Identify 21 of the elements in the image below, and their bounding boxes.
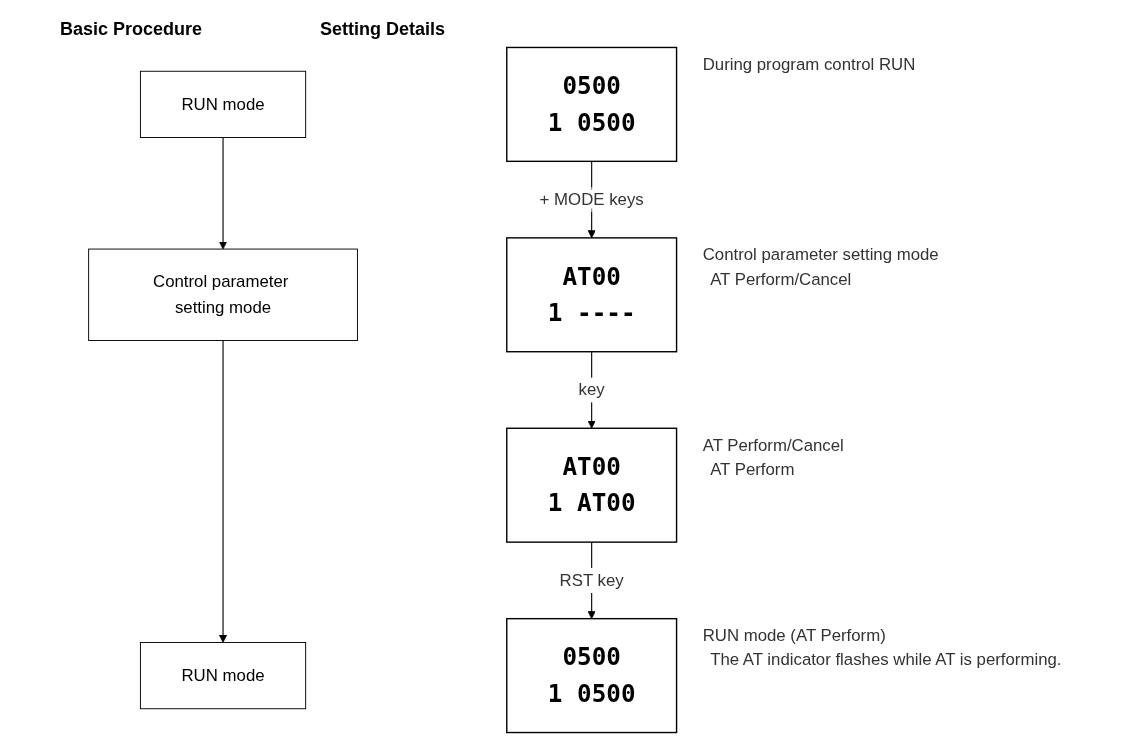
- edge-label: + MODE keys: [539, 187, 644, 213]
- process-box: Control parameter setting mode: [88, 248, 358, 341]
- column-heading: Basic Procedure: [60, 19, 204, 40]
- description-text: During program control RUN: [702, 54, 916, 74]
- edge-label: key: [578, 377, 605, 403]
- process-box: RUN mode: [139, 70, 307, 138]
- edge-label: RST key: [559, 567, 624, 593]
- display-panel: 0500 1 0500: [506, 46, 678, 163]
- arrow: [218, 339, 228, 643]
- display-panel: AT00 1 ----: [506, 237, 678, 353]
- column-heading: Setting Details: [320, 19, 446, 40]
- process-box: RUN mode: [139, 642, 307, 710]
- description-text: AT Perform/Cancel: [702, 435, 844, 455]
- description-text: AT Perform: [710, 459, 795, 479]
- description-text: RUN mode (AT Perform): [702, 626, 886, 646]
- arrow: [218, 136, 228, 250]
- description-text: The AT indicator flashes while AT is performing.: [710, 650, 1062, 670]
- display-panel: AT00 1 AT00: [506, 427, 678, 543]
- description-text: Control parameter setting mode: [702, 245, 939, 265]
- display-panel: 0500 1 0500: [506, 617, 678, 734]
- description-text: AT Perform/Cancel: [710, 269, 852, 289]
